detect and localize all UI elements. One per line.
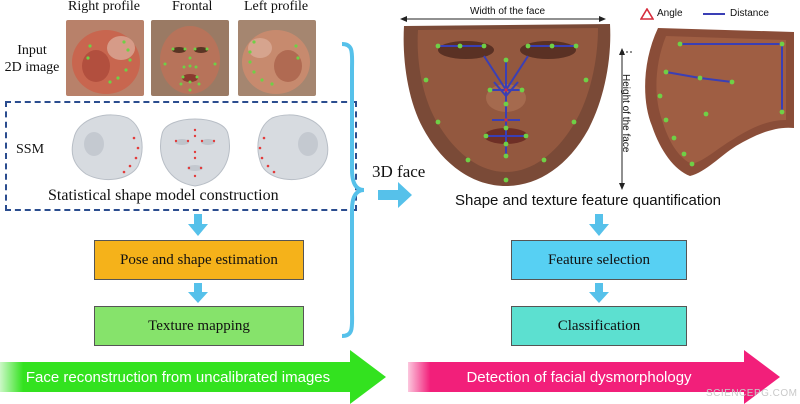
- detection-arrow-label: Detection of facial dysmorphology: [466, 368, 692, 386]
- angle-legend-label: Angle: [657, 8, 683, 19]
- face-width-indicator: [400, 16, 606, 22]
- ssm-mesh-frontal: [152, 108, 238, 193]
- down-arrow-2: [188, 283, 208, 303]
- 3d-face-label: 3D face: [372, 162, 426, 181]
- left-profile-label: Left profile: [244, 0, 309, 14]
- ssm-mesh-right-profile: [68, 108, 150, 191]
- reconstruction-arrow-label: Face reconstruction from uncalibrated im…: [25, 368, 331, 386]
- watermark: SCIENCEPG.COM: [706, 388, 798, 399]
- distance-legend-icon: [703, 13, 725, 15]
- feature-selection-box: Feature selection: [511, 240, 687, 280]
- pose-shape-estimation-box: Pose and shape estimation: [94, 240, 304, 280]
- detection-arrow-shape: [408, 350, 780, 404]
- down-arrow-3: [589, 214, 609, 236]
- distance-legend-label: Distance: [730, 8, 769, 19]
- brace: [341, 42, 365, 338]
- left-profile-photo: [238, 20, 316, 96]
- frontal-label: Frontal: [172, 0, 213, 14]
- angle-legend-icon: [640, 8, 654, 20]
- face-height-indicator: [619, 48, 632, 190]
- reconstruction-arrow-shape: [0, 350, 386, 404]
- ssm-caption: Statistical shape model construction: [48, 187, 279, 204]
- classification-box: Classification: [511, 306, 687, 346]
- ssm-mesh-left-profile: [250, 108, 334, 191]
- 3d-face-arrow: [378, 182, 412, 208]
- down-arrow-4: [589, 283, 609, 303]
- right-profile-photo: [66, 20, 144, 96]
- ssm-label: SSM: [16, 142, 45, 157]
- down-arrow-1: [188, 214, 208, 236]
- face-height-label: Height of the face: [620, 74, 631, 153]
- reconstruction-arrow: Face reconstruction from uncalibrated im…: [0, 350, 386, 404]
- frontal-photo: [151, 20, 229, 96]
- face-width-label: Width of the face: [470, 6, 546, 17]
- profile-3d-face: [645, 28, 794, 176]
- frontal-3d-face: [403, 24, 611, 186]
- detection-arrow: Detection of facial dysmorphology: [408, 350, 780, 404]
- quantification-caption: Shape and texture feature quantification: [455, 192, 722, 209]
- texture-mapping-box: Texture mapping: [94, 306, 304, 346]
- input-2d-image-label: Input 2D image: [4, 43, 60, 75]
- right-profile-label: Right profile: [68, 0, 140, 14]
- ssm-box: [5, 101, 357, 211]
